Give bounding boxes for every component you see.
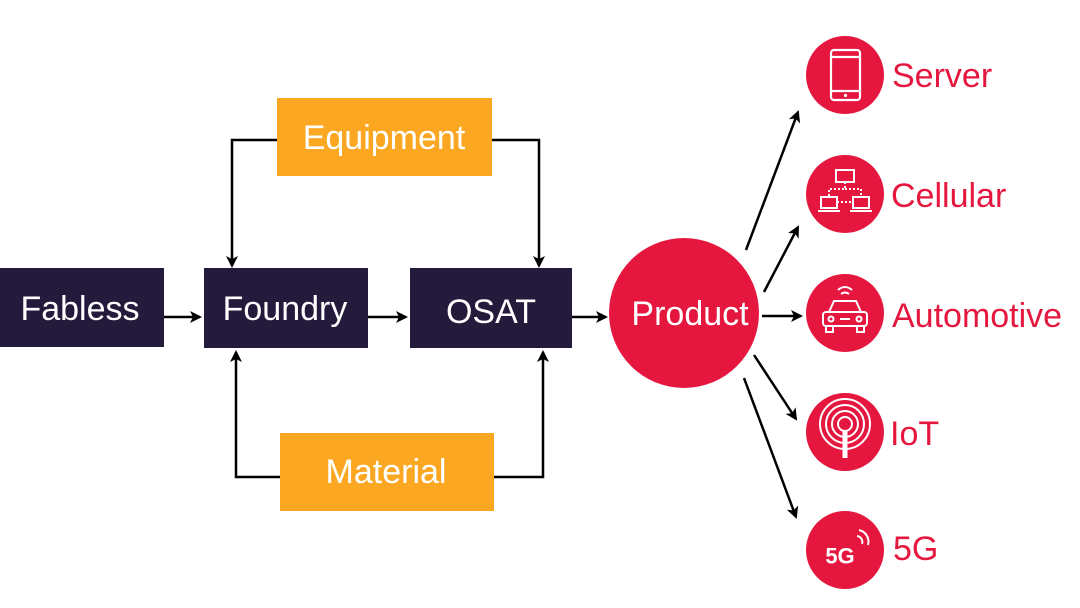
output-cellular: Cellular bbox=[806, 155, 1006, 233]
arrow-product-to-server bbox=[744, 110, 801, 251]
output-label: 5G bbox=[893, 530, 938, 568]
network-icon bbox=[818, 169, 872, 212]
5g-icon-text: 5G bbox=[825, 544, 854, 569]
output-circle bbox=[806, 36, 884, 114]
output-label: Automotive bbox=[892, 297, 1062, 335]
arrow-equipment-to-foundry bbox=[226, 138, 277, 268]
output-label: Server bbox=[892, 57, 992, 95]
output-circle bbox=[806, 155, 884, 233]
arrow-equipment-to-osat bbox=[492, 138, 545, 268]
output-label: Cellular bbox=[891, 177, 1006, 215]
product-node: Product bbox=[609, 238, 759, 388]
output-server: Server bbox=[806, 36, 992, 114]
output-circle bbox=[806, 511, 884, 589]
osat-box bbox=[410, 268, 572, 348]
antenna-icon bbox=[819, 398, 871, 458]
output-label: IoT bbox=[890, 415, 939, 453]
arrow-product-to-5g bbox=[742, 377, 799, 519]
arrow-product-to-cellular bbox=[762, 225, 800, 293]
product-circle bbox=[609, 238, 759, 388]
osat-node: OSAT bbox=[410, 268, 572, 348]
5g-icon: 5G bbox=[825, 529, 870, 569]
product-label: Product bbox=[631, 295, 749, 333]
fabless-box bbox=[0, 268, 164, 347]
output-automotive: Automotive bbox=[806, 274, 1062, 352]
material-box bbox=[280, 433, 494, 511]
equipment-label: Equipment bbox=[303, 119, 466, 157]
arrow-product-to-iot bbox=[752, 354, 798, 421]
connectors bbox=[164, 110, 803, 519]
output-iot: IoT bbox=[806, 393, 939, 471]
osat-label: OSAT bbox=[446, 293, 536, 331]
arrow-material-to-osat bbox=[494, 350, 549, 479]
smartphone-icon bbox=[829, 48, 862, 102]
equipment-node: Equipment bbox=[277, 98, 492, 176]
foundry-label: Foundry bbox=[223, 290, 348, 328]
output-5g: 5G 5G bbox=[806, 511, 938, 589]
connected-car-icon bbox=[822, 286, 868, 333]
fabless-node: Fabless bbox=[0, 268, 164, 347]
material-node: Material bbox=[280, 433, 494, 511]
foundry-node: Foundry bbox=[204, 268, 368, 348]
material-label: Material bbox=[326, 453, 447, 491]
foundry-box bbox=[204, 268, 368, 348]
fabless-label: Fabless bbox=[20, 290, 139, 328]
arrow-material-to-foundry bbox=[230, 350, 280, 479]
equipment-box bbox=[277, 98, 492, 176]
